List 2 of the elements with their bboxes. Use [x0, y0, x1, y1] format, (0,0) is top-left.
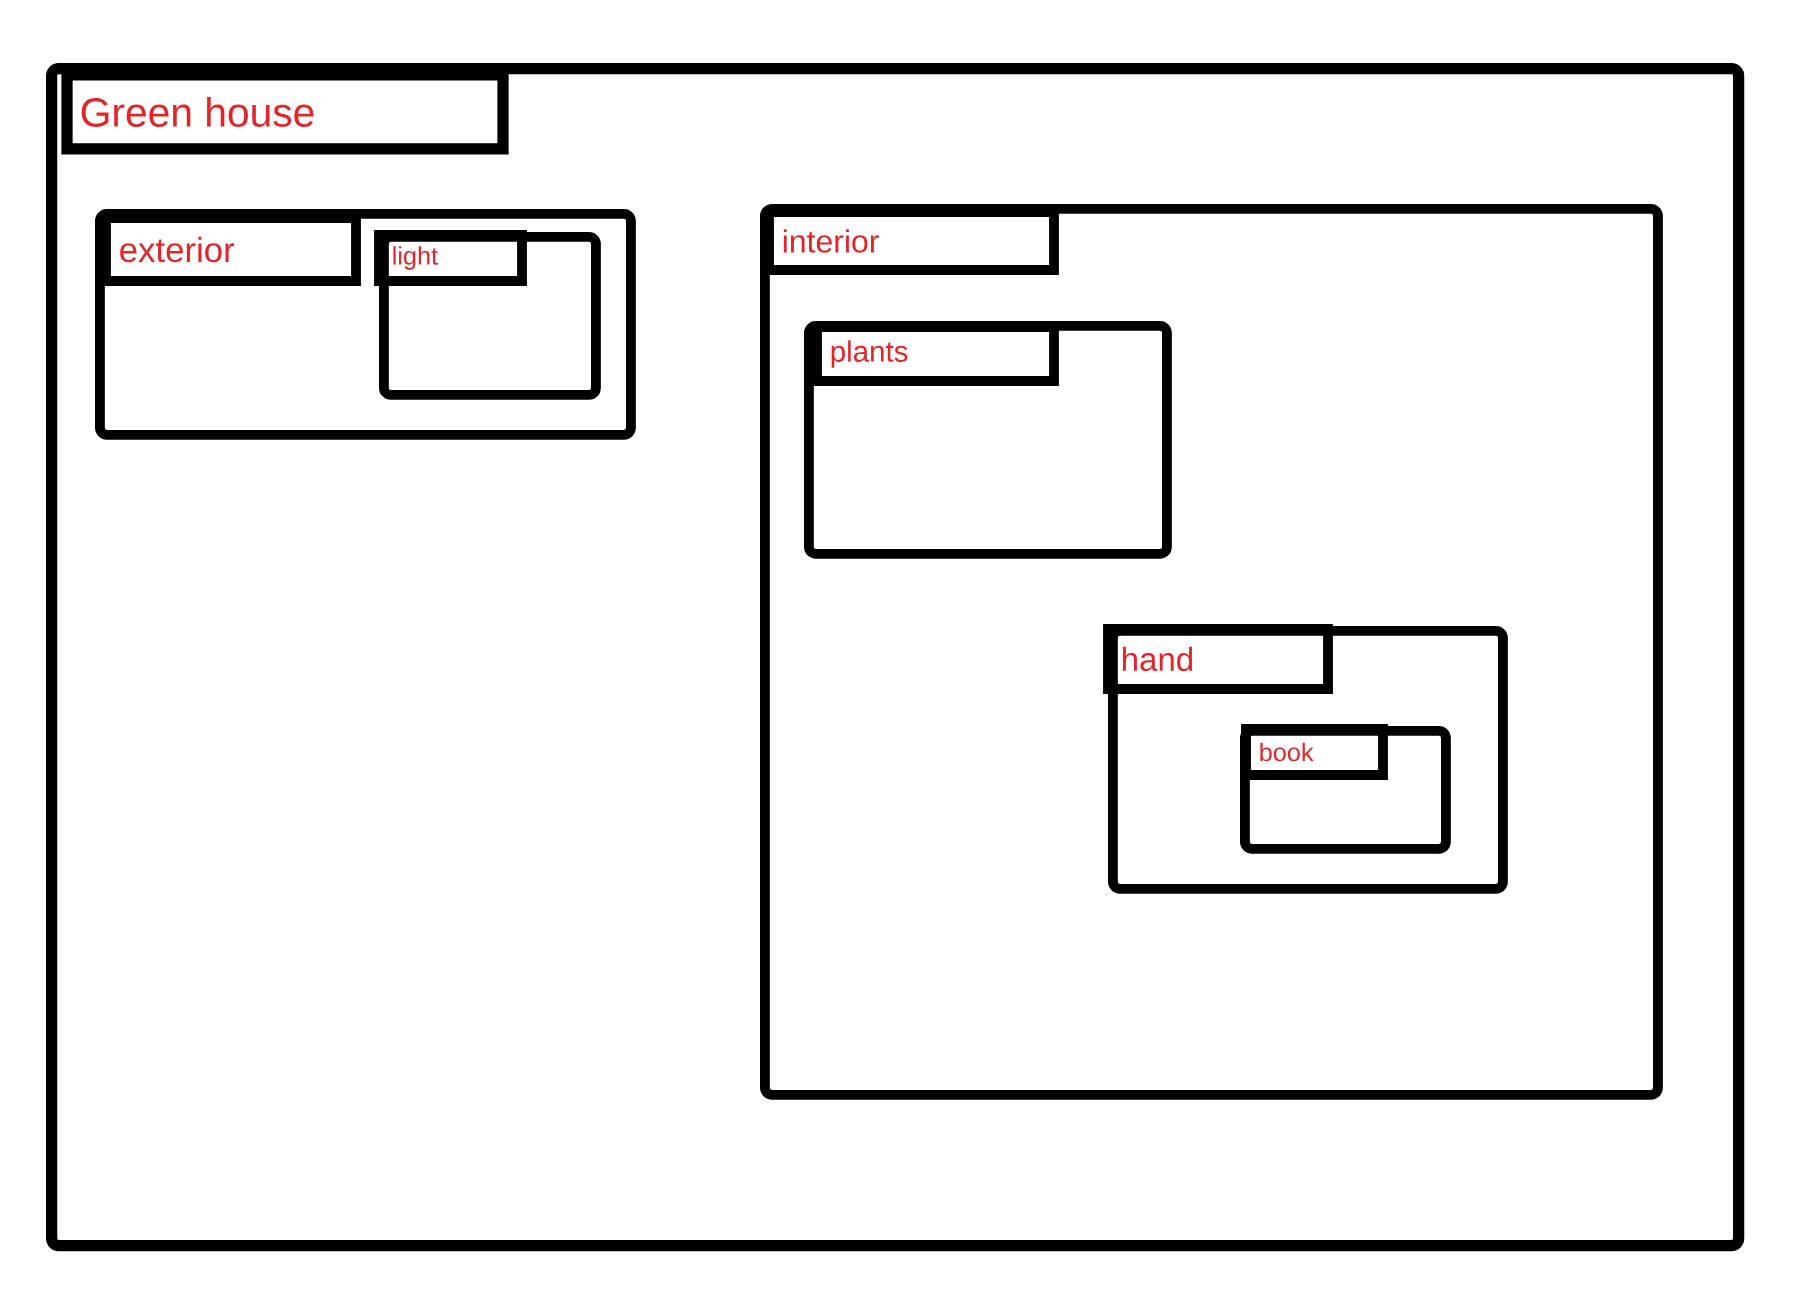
container-box: plants [804, 321, 1172, 559]
container-box: light [374, 230, 601, 400]
